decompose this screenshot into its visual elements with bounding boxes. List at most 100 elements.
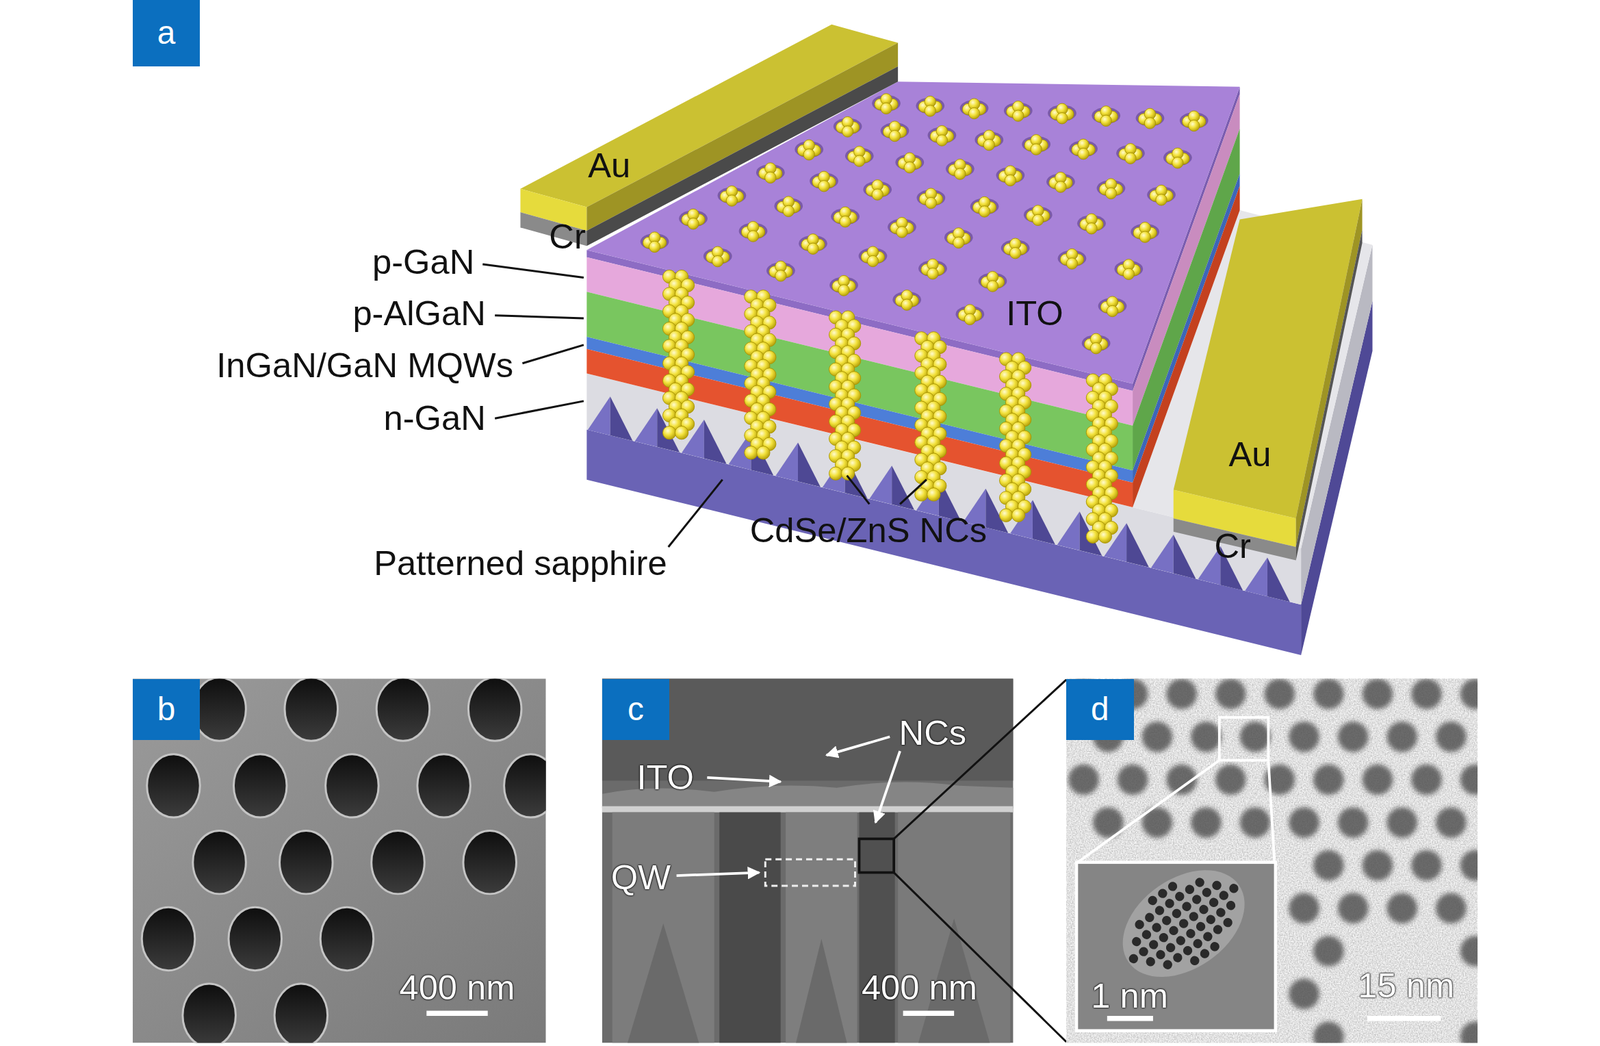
nanocrystal-cluster xyxy=(1046,171,1076,193)
zoom-box xyxy=(858,838,894,872)
atom-column xyxy=(1187,910,1201,924)
sapphire-cone xyxy=(634,407,680,453)
nanocrystal-cluster xyxy=(1001,238,1030,259)
atom-column xyxy=(1154,947,1168,961)
nanocrystal xyxy=(888,130,900,141)
nanocrystal-cluster xyxy=(917,188,946,209)
zoom-line xyxy=(893,872,1067,1042)
nanocrystal-cluster xyxy=(927,125,957,146)
layer-label: ITO xyxy=(1005,293,1064,334)
nanocrystal-dot xyxy=(1240,721,1271,753)
nanocrystal xyxy=(726,195,738,206)
layer-label: n-GaN xyxy=(383,398,486,438)
leader-line xyxy=(482,264,584,278)
nanocrystal-cluster xyxy=(887,216,917,238)
nanocrystal-cluster xyxy=(756,162,785,184)
scale-bar-label: 1 nm xyxy=(1090,975,1169,1016)
nanocrystal-cluster xyxy=(974,130,1004,151)
nanocrystal-dot xyxy=(1313,935,1345,967)
atom-column xyxy=(1171,951,1185,965)
etched-hole xyxy=(468,678,522,741)
nanocrystal xyxy=(1106,305,1118,317)
atom-column xyxy=(1163,896,1177,910)
nanocrystal-cluster xyxy=(809,171,839,192)
atom-column xyxy=(1200,885,1214,899)
nanocrystal-dot xyxy=(1215,764,1247,796)
nanocrystal xyxy=(648,240,660,252)
nanocrystal-dot xyxy=(1460,935,1478,967)
nanocrystal xyxy=(687,218,699,230)
nanocrystal xyxy=(999,508,1013,522)
nanocrystal xyxy=(1056,112,1068,124)
nanocrystal-cluster xyxy=(944,227,974,249)
nanocrystal-dot xyxy=(1240,806,1271,838)
region-label: ITO xyxy=(636,757,694,798)
nanocrystal-cluster xyxy=(862,179,892,201)
cone-face xyxy=(634,407,657,447)
nanocrystal-dot xyxy=(1460,1021,1478,1043)
scale-bar xyxy=(903,1010,955,1016)
nanocrystal-columns xyxy=(662,269,1118,543)
atom-column xyxy=(1190,893,1204,907)
nanocrystal-cluster xyxy=(1146,184,1176,206)
inset-border xyxy=(1076,862,1276,1031)
nanocrystal xyxy=(880,102,892,114)
nanocrystal-cluster xyxy=(829,275,859,296)
atom-column xyxy=(1161,958,1175,972)
nanocrystal-cluster xyxy=(766,260,796,282)
atom-column xyxy=(1193,875,1207,889)
sem-texture xyxy=(795,938,848,1043)
scale-bar-label: 400 nm xyxy=(398,967,515,1008)
nanocrystal xyxy=(968,107,980,119)
nanocrystal-cluster xyxy=(970,196,1000,217)
cr-layer-side xyxy=(586,66,898,246)
etched-hole xyxy=(320,906,374,970)
nanocrystal xyxy=(978,205,990,217)
atom-column xyxy=(1214,906,1228,920)
nanocrystal xyxy=(867,255,879,267)
atom-column xyxy=(1146,938,1160,952)
nanocrystal-dot xyxy=(1313,678,1345,709)
nanocrystal xyxy=(756,446,770,460)
nanocrystal xyxy=(871,188,883,200)
etched-gap xyxy=(858,812,895,1043)
qw-region-box xyxy=(765,858,855,886)
nanocrystal-cluster xyxy=(1163,147,1193,169)
nanocrystal xyxy=(1077,147,1089,159)
tem-panel xyxy=(1066,678,1478,1043)
etched-hole xyxy=(192,830,247,894)
panel-letter-box: c xyxy=(602,678,670,740)
etched-hole xyxy=(274,983,328,1043)
gan-column xyxy=(897,812,1011,1043)
atom-column xyxy=(1159,913,1173,927)
nanocrystal-cluster xyxy=(918,258,948,280)
atom-column xyxy=(1194,919,1208,933)
nanocrystal-cluster xyxy=(703,246,733,267)
nanocrystal-cluster xyxy=(1114,259,1143,280)
nanocrystal xyxy=(927,487,941,501)
zoom-line xyxy=(1268,760,1275,863)
atom-column xyxy=(1211,923,1225,937)
material-label: Au xyxy=(587,145,631,185)
cone-face xyxy=(869,465,892,505)
nanocrystal xyxy=(904,161,915,173)
p-algan-front xyxy=(586,291,1133,471)
atom-column xyxy=(1153,904,1167,918)
leader-line xyxy=(899,479,927,505)
nanocrystal xyxy=(782,205,794,217)
cone-face xyxy=(1267,557,1290,603)
nanocrystal-dot xyxy=(1435,892,1467,924)
atom-column xyxy=(1170,906,1184,920)
nanocrystal-dot xyxy=(1411,849,1442,881)
nanocrystal xyxy=(854,155,866,167)
pointer-arrow xyxy=(826,736,890,755)
sapphire-cone xyxy=(1244,557,1290,603)
nanocrystal-cluster xyxy=(798,234,828,255)
nanocrystal-dot xyxy=(1288,806,1320,838)
atom-column xyxy=(1183,882,1197,896)
nanocrystal xyxy=(1004,174,1016,186)
pointer-arrow xyxy=(875,750,900,822)
nanocrystal xyxy=(953,236,965,248)
etched-hole xyxy=(376,678,430,741)
nanocrystal-cluster xyxy=(1023,205,1053,226)
